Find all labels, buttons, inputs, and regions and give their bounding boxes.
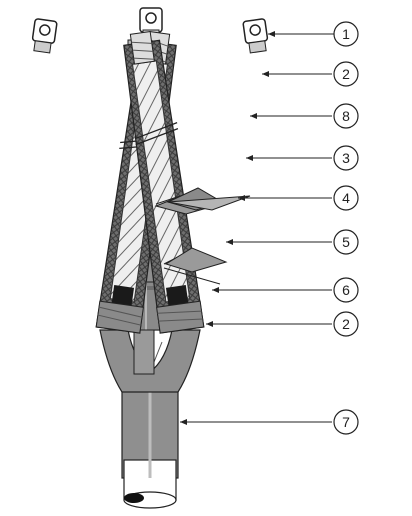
callout-1: 1 [333,21,359,47]
outer-cable-sheath [121,387,179,509]
callout-3-label: 3 [342,150,350,166]
leader-lines [180,33,334,423]
callout-4: 4 [333,185,359,211]
right-phase [123,30,205,334]
callout-1-label: 1 [342,26,350,42]
callout-2-lower-label: 2 [342,316,350,332]
callout-8-label: 8 [342,108,350,124]
rain-skirts [154,187,251,285]
callout-2-lower: 2 [333,311,359,337]
left-lug-icon [31,18,58,54]
right-lug-icon [242,18,269,54]
callout-8: 8 [333,103,359,129]
callout-3: 3 [333,145,359,171]
callout-2-upper-label: 2 [342,66,350,82]
callout-7-label: 7 [342,414,350,430]
callout-7: 7 [333,409,359,435]
callout-4-label: 4 [342,190,350,206]
callout-6: 6 [333,277,359,303]
callout-6-label: 6 [342,282,350,298]
leader-arrowheads [180,31,275,425]
callout-5: 5 [333,229,359,255]
callout-5-label: 5 [342,234,350,250]
callout-2-upper: 2 [333,61,359,87]
